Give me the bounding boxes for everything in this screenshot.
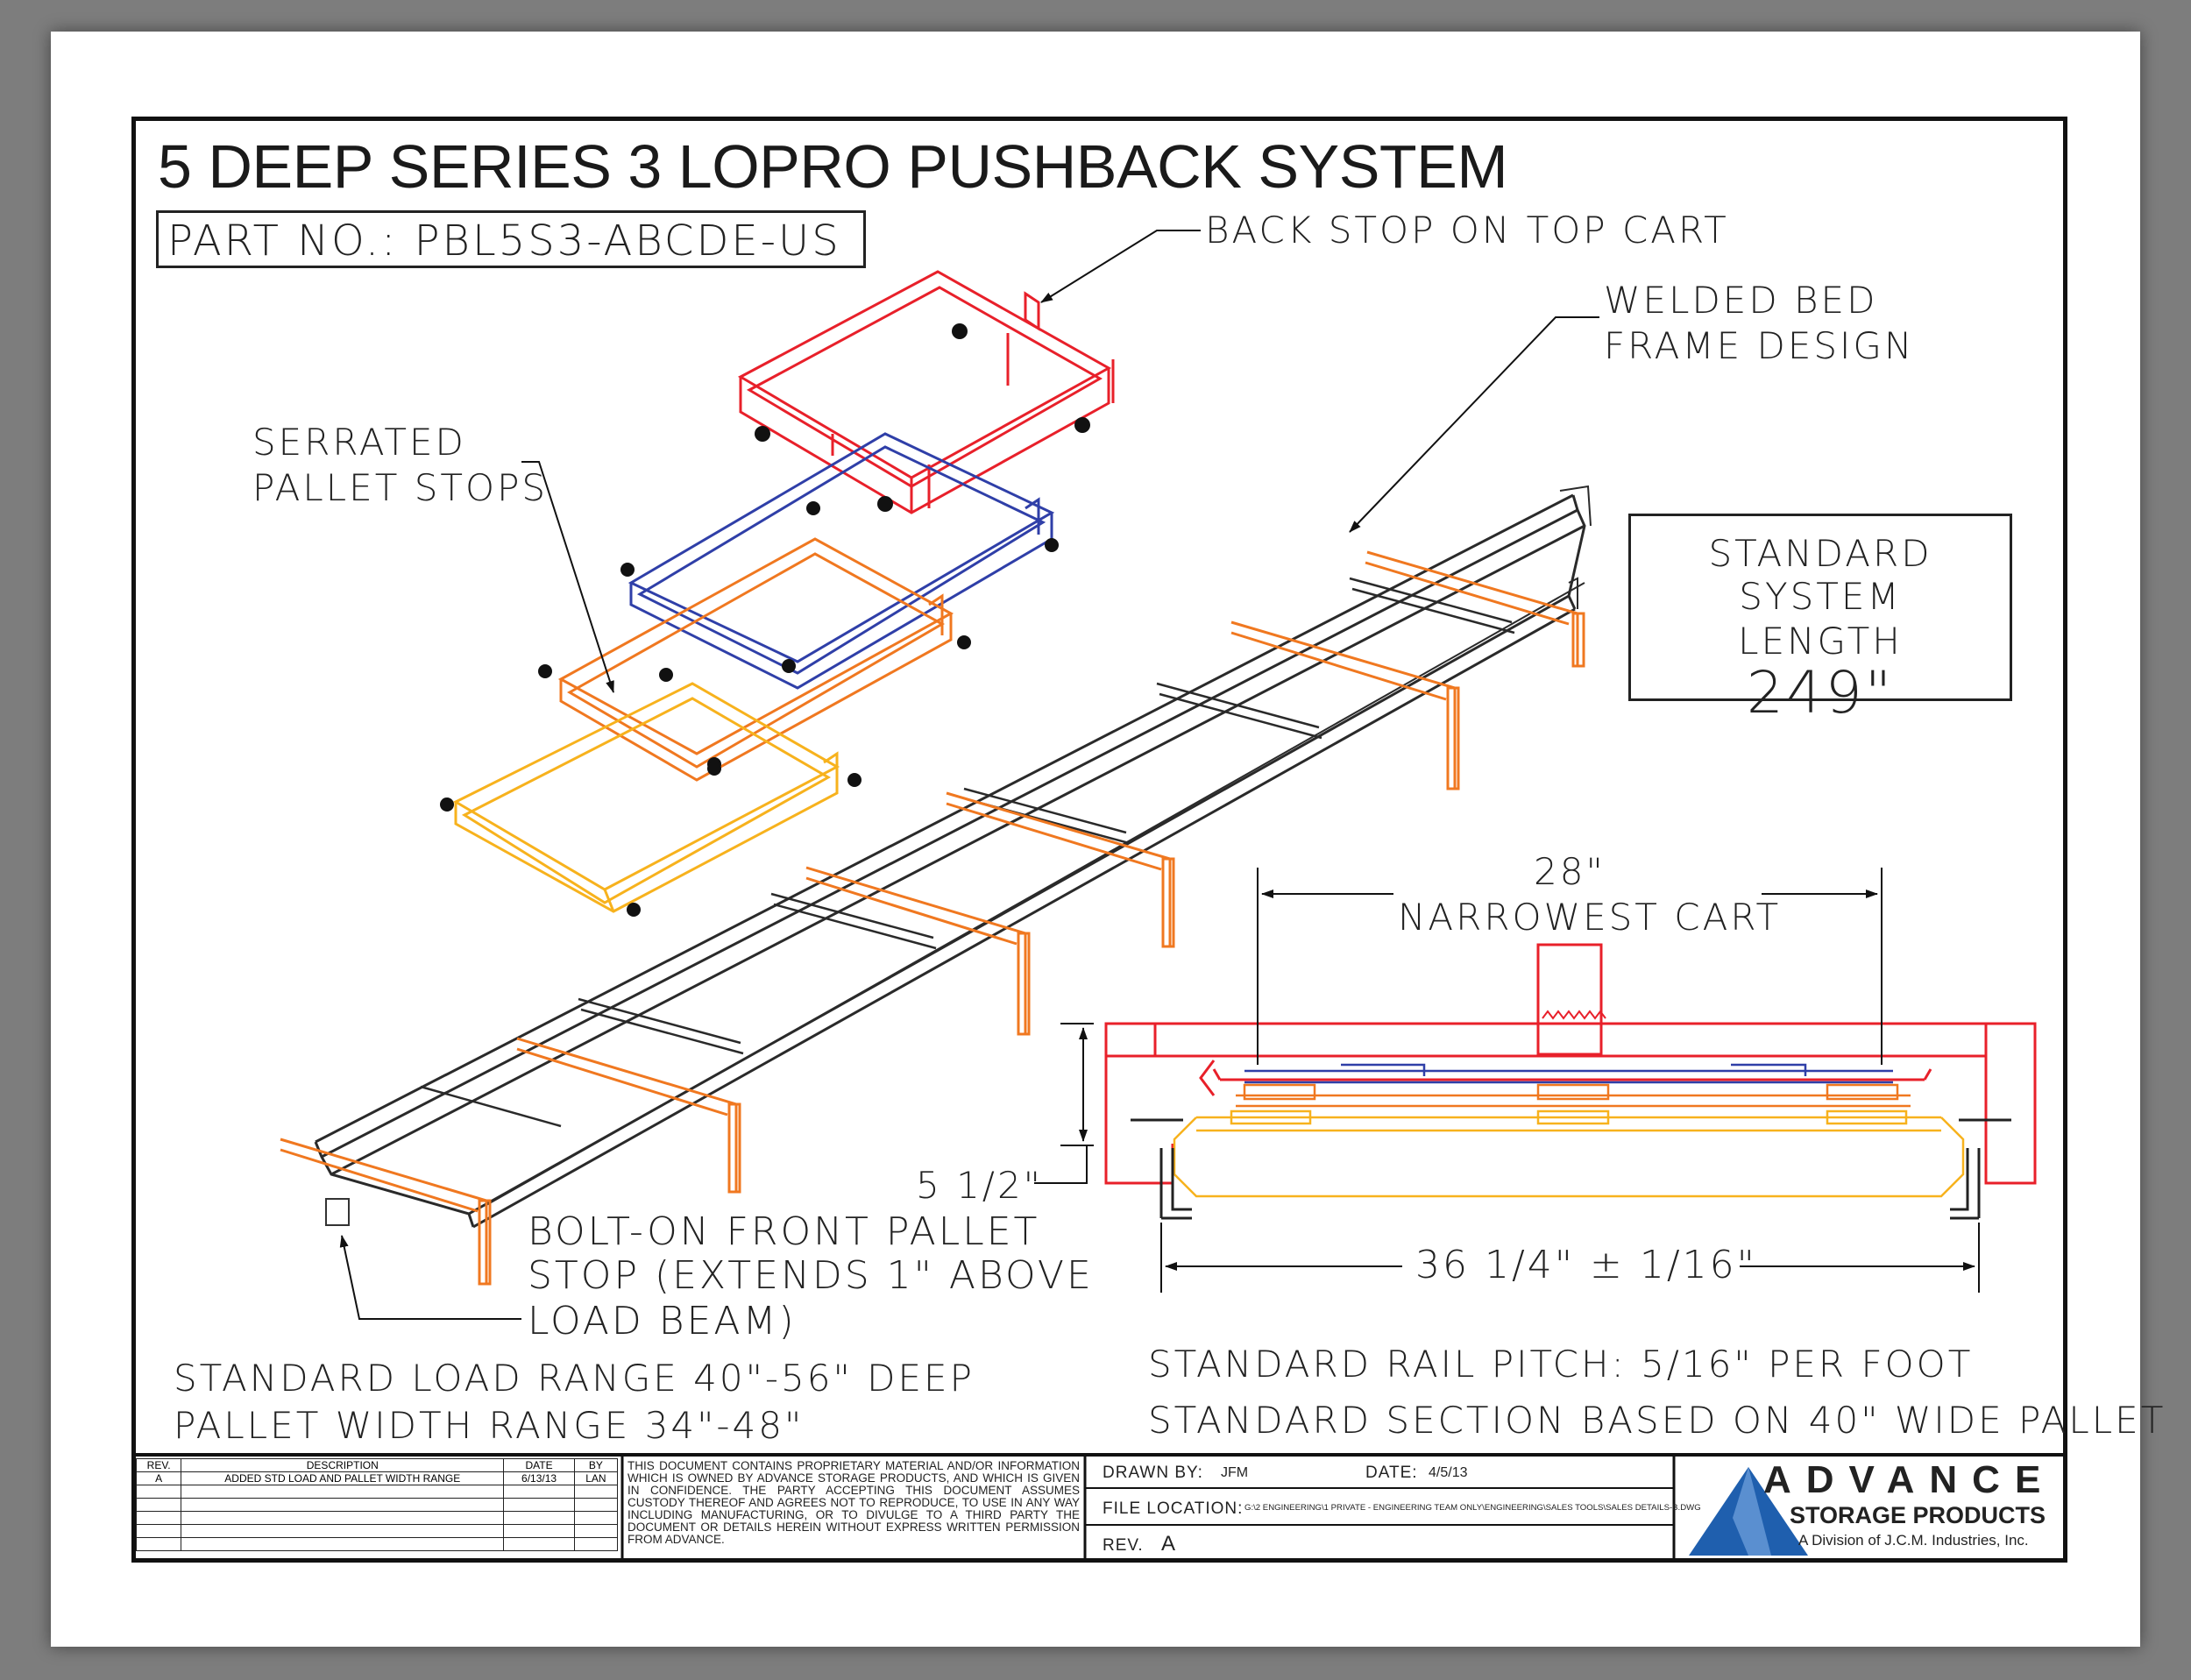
serration-marks — [1542, 1010, 1606, 1020]
callout-welded-bed-line2: FRAME DESIGN — [1604, 324, 1915, 367]
proprietary-notice: THIS DOCUMENT CONTAINS PROPRIETARY MATER… — [628, 1459, 1080, 1546]
length-value: 249" — [1746, 659, 1895, 727]
callout-bolt-on-line1: BOLT-ON FRONT PALLET — [528, 1209, 1040, 1254]
rev-header-rev: REV. — [135, 1458, 182, 1472]
blue-cart — [628, 432, 1055, 690]
advance-logo-mark — [1689, 1467, 1808, 1556]
dimension-narrowest-label: NARROWEST CART — [1398, 896, 1782, 939]
load-beams — [280, 550, 1585, 1286]
drawing-title: 5 DEEP SERIES 3 LOPRO PUSHBACK SYSTEM — [158, 132, 1508, 201]
file-location-label: FILE LOCATION: — [1103, 1499, 1244, 1518]
dimension-height: 5 1/2" — [916, 1164, 1043, 1207]
logo-division: A Division of J.C.M. Industries, Inc. — [1798, 1532, 2029, 1549]
logo-advance: ADVANCE — [1763, 1458, 2056, 1501]
rev-cell-rev: A — [135, 1471, 182, 1485]
cross-section-rails — [1131, 1118, 2011, 1220]
revision-empty-row — [135, 1524, 619, 1538]
red-cart-wheels — [755, 323, 1090, 512]
note-pallet-width: PALLET WIDTH RANGE 34"-48" — [174, 1404, 805, 1447]
rev-cell-description: ADDED STD LOAD AND PALLET WIDTH RANGE — [181, 1471, 505, 1485]
blue-cart-wheels — [620, 501, 1059, 673]
dimension-narrowest-value: 28" — [1534, 850, 1606, 893]
leader-lines — [339, 230, 1599, 1320]
rev-header-date: DATE — [503, 1458, 575, 1472]
length-label-line2: LENGTH — [1738, 620, 1903, 663]
system-length-box: STANDARD SYSTEM LENGTH 249" — [1628, 514, 2012, 727]
orange-cart — [557, 537, 954, 782]
callout-bolt-on-line2: STOP (EXTENDS 1" ABOVE — [528, 1253, 1094, 1298]
yellow-cart-wheels — [440, 762, 862, 917]
callout-serrated-line2: PALLET STOPS — [252, 466, 549, 509]
revision-table: REV. DESCRIPTION DATE BY A ADDED STD LOA… — [135, 1458, 619, 1551]
note-load-range: STANDARD LOAD RANGE 40"-56" DEEP — [174, 1357, 975, 1400]
revision-empty-row — [135, 1537, 619, 1551]
red-top-cart — [737, 270, 1115, 514]
callout-bolt-on-line3: LOAD BEAM) — [528, 1299, 797, 1343]
dimension-width: 36 1/4" ± 1/16" — [1415, 1243, 1757, 1287]
revision-empty-row — [135, 1485, 619, 1499]
drawn-by-label: DRAWN BY: — [1103, 1464, 1203, 1482]
callout-serrated-line1: SERRATED — [252, 421, 466, 464]
rev-value: A — [1161, 1532, 1176, 1556]
cross-section-orange — [1236, 1083, 1911, 1108]
dimension-lines — [1034, 868, 1980, 1293]
drawing-sheet — [51, 32, 2140, 1647]
part-number: PART NO.: PBL5S3-ABCDE-US — [167, 216, 841, 266]
welded-bed-frame — [314, 485, 1592, 1229]
date-label: DATE: — [1365, 1464, 1418, 1482]
rev-header-description: DESCRIPTION — [181, 1458, 505, 1472]
drawn-by-value: JFM — [1221, 1465, 1249, 1480]
rev-cell-by: LAN — [573, 1471, 619, 1485]
cross-section-blue — [1244, 1063, 1893, 1084]
revision-empty-row — [135, 1498, 619, 1512]
callout-back-stop: BACK STOP ON TOP CART — [1205, 209, 1729, 252]
yellow-cart — [452, 682, 840, 913]
rev-cell-date: 6/13/13 — [503, 1471, 575, 1485]
revision-empty-row — [135, 1511, 619, 1525]
note-rail-pitch: STANDARD RAIL PITCH: 5/16" PER FOOT — [1148, 1343, 1974, 1386]
file-location-value: G:\2 ENGINEERING\1 PRIVATE - ENGINEERING… — [1244, 1503, 1701, 1513]
revision-header-row: REV. DESCRIPTION DATE BY — [135, 1458, 619, 1472]
part-number-box: PART NO.: PBL5S3-ABCDE-US — [156, 210, 866, 268]
callout-welded-bed-line1: WELDED BED — [1604, 279, 1878, 322]
rev-label: REV. — [1103, 1536, 1144, 1555]
revision-row: A ADDED STD LOAD AND PALLET WIDTH RANGE … — [135, 1471, 619, 1485]
logo-storage-products: STORAGE PRODUCTS — [1790, 1502, 2046, 1528]
drawing-border — [131, 117, 2067, 1563]
date-value: 4/5/13 — [1429, 1465, 1468, 1480]
cross-section-yellow — [1173, 1109, 1965, 1198]
note-section-basis: STANDARD SECTION BASED ON 40" WIDE PALLE… — [1148, 1399, 2166, 1442]
length-label-line1: STANDARD SYSTEM — [1708, 532, 1932, 618]
rev-header-by: BY — [573, 1458, 619, 1472]
